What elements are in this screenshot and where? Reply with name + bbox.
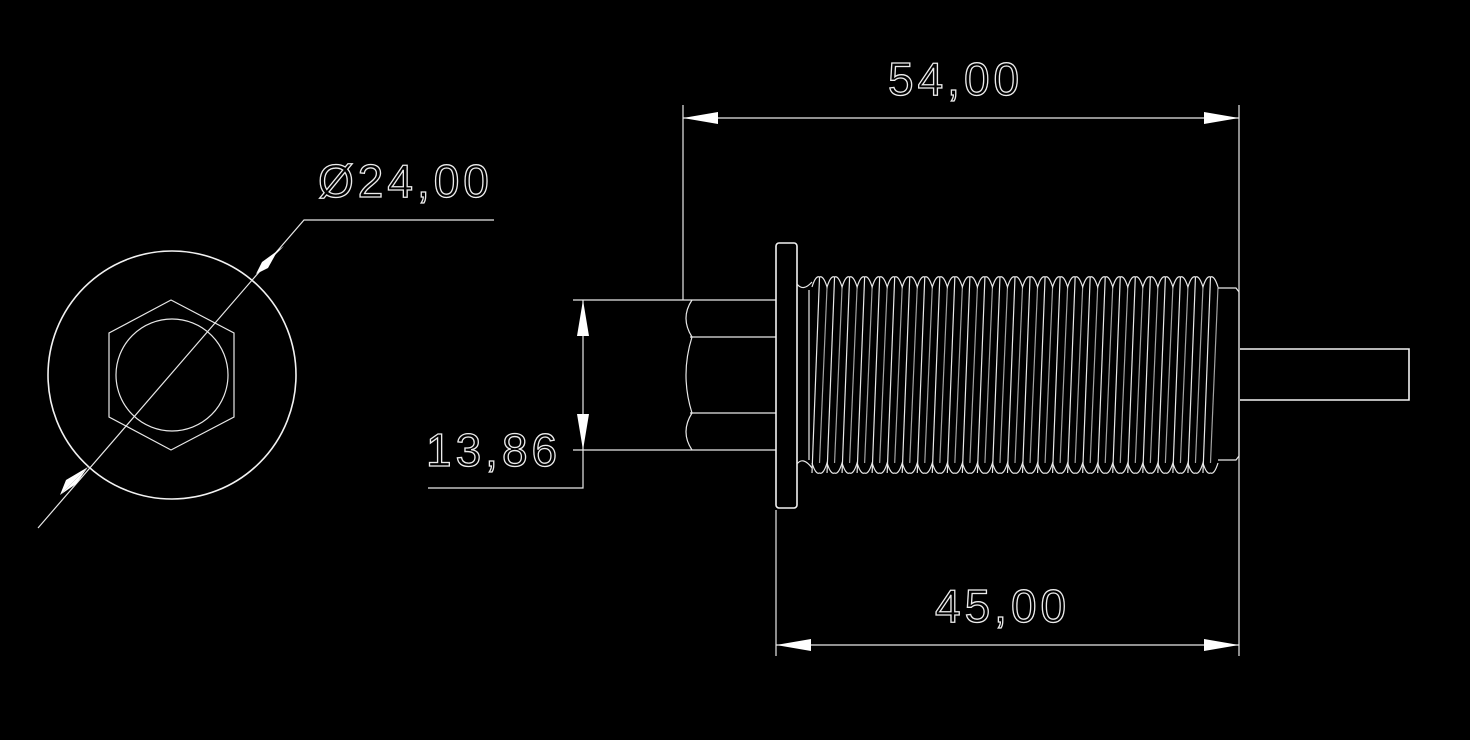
thread-crest-line: [916, 276, 926, 474]
thread-root-line: [1164, 286, 1174, 464]
end-view: Ø24,00: [37, 154, 494, 529]
thread-crest-line: [1142, 276, 1151, 474]
flange: [775, 242, 798, 509]
side-view: 54,00 45,00 13,86: [425, 52, 1410, 656]
arrow-down: [577, 414, 589, 450]
thread-crest-line: [931, 276, 941, 474]
thread-crest-line: [1051, 276, 1061, 474]
thread-root-line: [833, 286, 843, 464]
thread-root-line: [954, 286, 963, 464]
thread-crest-line: [1187, 276, 1197, 474]
thread-root-line: [1119, 286, 1129, 464]
thread-crest-line: [901, 276, 911, 474]
thread-root-line: [1209, 286, 1219, 464]
thread-root-line: [1059, 286, 1069, 464]
thread-root-line: [1149, 286, 1159, 464]
thread-undercut: [796, 281, 813, 469]
thread-crest-line: [1202, 276, 1212, 474]
thread-crest-line: [886, 276, 896, 474]
diameter-arrow-top-b: [256, 246, 284, 274]
arrow-left: [776, 639, 811, 651]
thread-body: [811, 276, 1219, 474]
hex-chamfer-arcs: [685, 299, 693, 451]
thread-crest-line: [841, 276, 851, 474]
thread-crest-line: [976, 276, 986, 474]
thread-crest-line: [991, 276, 1001, 474]
thread-root-line: [1014, 286, 1024, 464]
thread-crest-line: [1127, 276, 1136, 474]
diameter-dimension-line: [37, 219, 494, 529]
inner-circle: [115, 318, 229, 432]
thread-root-line: [1194, 286, 1204, 464]
thread-root-line: [1134, 286, 1144, 464]
thread-crest-line: [1112, 276, 1121, 474]
thread-crest-line: [856, 276, 866, 474]
thread-crest-line: [1157, 276, 1166, 474]
thread-root-line: [969, 286, 979, 464]
thread-root-line: [1104, 286, 1114, 464]
thread-root-line: [1089, 286, 1099, 464]
thread-root-line: [939, 286, 948, 464]
thread-crest-line: [826, 276, 836, 474]
thread-root-line: [848, 286, 858, 464]
thread-crest-line: [811, 276, 821, 474]
thread-root-line: [984, 286, 994, 464]
arrow-up: [577, 300, 589, 336]
thread-root-line: [924, 286, 933, 464]
thread-root-line: [1074, 286, 1084, 464]
thread-relief: [1218, 287, 1240, 461]
thread-crest-line: [1021, 276, 1031, 474]
thread-root-line: [999, 286, 1009, 464]
thread-crest-line: [1082, 276, 1091, 474]
hex-width-dimension-line: [428, 300, 584, 489]
thread-root-line: [1179, 286, 1189, 464]
thread-crest-line: [1036, 276, 1046, 474]
thread-crest-bottom: [811, 460, 1219, 474]
thread-crest-line: [1097, 276, 1106, 474]
shaft: [1240, 348, 1410, 401]
diameter-arrow-bottom-b: [60, 467, 88, 495]
arrow-right: [1204, 112, 1239, 124]
hex-outline: [108, 299, 235, 451]
arrow-left: [683, 112, 718, 124]
thread-crest-line: [961, 276, 971, 474]
thread-crest-line: [946, 276, 956, 474]
thread-root-line: [879, 286, 888, 464]
thread-crest-line: [871, 276, 881, 474]
thread-root-line: [864, 286, 873, 464]
thread-root-line: [894, 286, 903, 464]
thread-length-label: 45,00: [935, 580, 1070, 632]
flange-circle: [47, 250, 297, 500]
arrow-right: [1204, 639, 1239, 651]
thread-crest-line: [1067, 276, 1076, 474]
thread-root-line: [1044, 286, 1054, 464]
thread-crest-line: [1006, 276, 1016, 474]
hex-width-label: 13,86: [426, 424, 561, 476]
thread-root-line: [818, 286, 828, 464]
overall-length-label: 54,00: [888, 53, 1023, 105]
thread-root-line: [909, 286, 918, 464]
thread-root-line: [1029, 286, 1039, 464]
diameter-label: Ø24,00: [318, 155, 493, 207]
thread-crest-line: [1172, 276, 1182, 474]
